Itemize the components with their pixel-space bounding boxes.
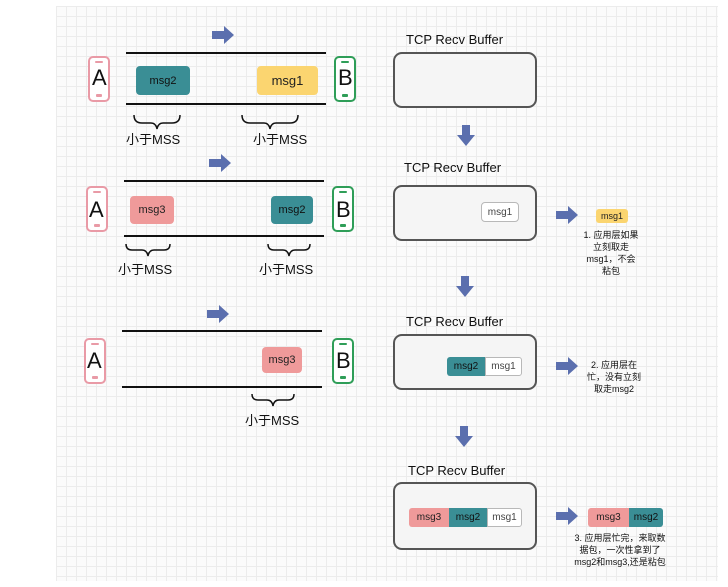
down-arrow-icon (457, 125, 475, 146)
note-line: msg1，不会 (586, 254, 636, 264)
phone-a-icon (88, 56, 110, 102)
note-2: 2. 应用层在 忙，没有立刻 取走msg2 (578, 359, 650, 395)
buffer-title: TCP Recv Buffer (404, 160, 502, 175)
note-1: 1. 应用层如果 立刻取走 msg1，不会 粘包 (566, 229, 656, 277)
packet-msg1: msg1 (257, 66, 318, 95)
phone-b-icon (332, 186, 354, 232)
down-arrow-icon (456, 276, 474, 297)
packet-label: msg2 (278, 204, 306, 216)
pipe-bottom-line (124, 235, 324, 237)
mss-label: 小于MSS (253, 132, 308, 147)
right-arrow-icon (556, 357, 578, 375)
brace-icon (251, 393, 295, 407)
note-line: 取走msg2 (593, 384, 634, 394)
packet-label: msg1 (492, 512, 517, 523)
app-msg2: msg2 (629, 508, 663, 527)
pipe-top-line (124, 180, 324, 182)
buffer-msg2: msg2 (449, 508, 487, 527)
endpoint-a-label: A (87, 348, 102, 373)
note-line: 立刻取走 (592, 242, 629, 252)
right-arrow-icon (556, 206, 578, 224)
packet-msg2: msg2 (136, 66, 190, 95)
brace-icon (267, 243, 311, 257)
brace-icon (133, 114, 181, 130)
packet-msg3: msg3 (130, 196, 174, 224)
note-3: 3. 应用层忙完，来取数 据包，一次性拿到了 msg2和msg3,还是粘包 (562, 532, 678, 568)
pipe-top-line (122, 330, 322, 332)
pipe-top-line (126, 52, 326, 54)
endpoint-a-label: A (89, 197, 104, 222)
buffer-msg1: msg1 (481, 202, 519, 222)
packet-label: msg2 (149, 74, 177, 87)
packet-msg3: msg3 (262, 347, 302, 373)
brace-icon (125, 243, 171, 257)
packet-label: msg1 (271, 73, 304, 88)
right-arrow-icon (556, 507, 578, 525)
buffer-msg2: msg2 (447, 357, 485, 376)
packet-label: msg1 (600, 211, 623, 221)
buffer-title: TCP Recv Buffer (406, 32, 504, 47)
note-line: 2. 应用层在 (590, 360, 637, 370)
buffer-title: TCP Recv Buffer (408, 463, 506, 478)
packet-label: msg3 (268, 354, 296, 366)
brace-icon (241, 114, 299, 130)
packet-label: msg1 (491, 361, 516, 372)
mss-label: 小于MSS (126, 132, 181, 147)
pipe-bottom-line (122, 386, 322, 388)
buffer-msg1: msg1 (485, 357, 522, 376)
note-line: 粘包 (601, 266, 620, 276)
packet-label: msg2 (453, 361, 479, 372)
note-line: 据包，一次性拿到了 (579, 545, 661, 555)
phone-a-icon (86, 186, 108, 232)
note-line: 3. 应用层忙完，来取数 (574, 533, 666, 543)
right-arrow-icon (212, 26, 234, 44)
mss-label: 小于MSS (245, 413, 300, 428)
packet-msg2: msg2 (271, 196, 313, 224)
packet-label: msg2 (633, 512, 659, 523)
buffer-title: TCP Recv Buffer (406, 314, 504, 329)
recv-buffer (393, 52, 537, 108)
endpoint-b-label: B (338, 65, 353, 90)
endpoint-b-label: B (336, 197, 351, 222)
app-msg3: msg3 (588, 508, 629, 527)
endpoint-a-label: A (92, 65, 107, 90)
packet-label: msg3 (596, 512, 621, 523)
packet-label: msg2 (455, 512, 481, 523)
packet-label: msg3 (416, 512, 442, 523)
app-msg1: msg1 (596, 209, 628, 223)
endpoint-b-label: B (336, 348, 351, 373)
right-arrow-icon (207, 305, 229, 323)
mss-label: 小于MSS (118, 262, 173, 277)
packet-label: msg1 (487, 206, 513, 218)
buffer-msg3: msg3 (409, 508, 449, 527)
canvas-grid (56, 6, 718, 581)
phone-a-icon (84, 338, 106, 384)
mss-label: 小于MSS (259, 262, 314, 277)
phone-b-icon (332, 338, 354, 384)
packet-label: msg3 (138, 204, 166, 216)
note-line: 1. 应用层如果 (583, 230, 639, 240)
phone-b-icon (334, 56, 356, 102)
note-line: msg2和msg3,还是粘包 (574, 557, 666, 567)
brace-group (125, 114, 311, 407)
right-arrow-icon (209, 154, 231, 172)
pipe-bottom-line (126, 103, 326, 105)
down-arrow-icon (455, 426, 473, 447)
note-line: 忙，没有立刻 (586, 372, 641, 382)
buffer-msg1: msg1 (487, 508, 522, 527)
